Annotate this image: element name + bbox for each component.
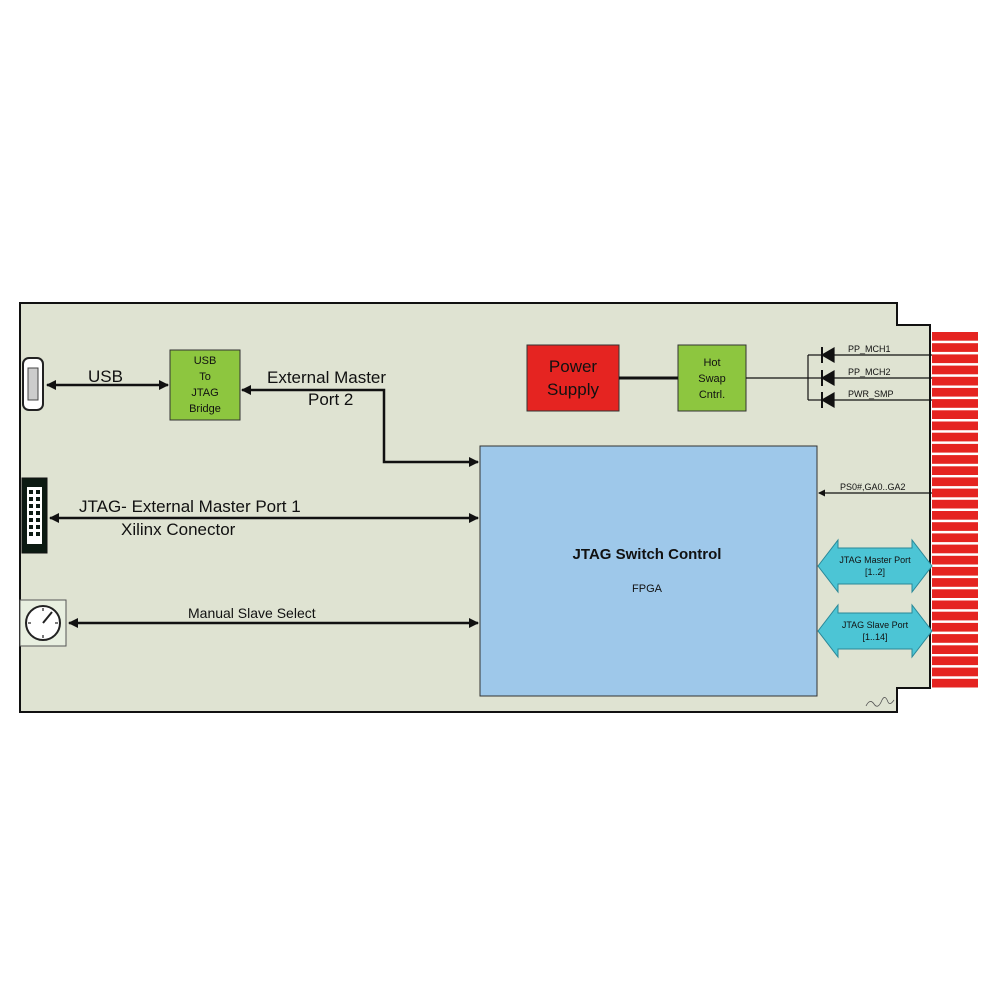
ps0-label: PS0#,GA0..GA2 bbox=[840, 482, 906, 492]
pp-mch1-label: PP_MCH1 bbox=[848, 344, 891, 354]
jtag-master-port-label-1: JTAG Master Port bbox=[839, 555, 911, 565]
hot-swap-label-3: Cntrl. bbox=[699, 389, 725, 401]
power-supply-label-1: Power bbox=[549, 357, 598, 376]
jtag-slave-port-arrow bbox=[817, 603, 933, 659]
usb-jtag-bridge-block bbox=[169, 349, 241, 421]
edge-pin bbox=[932, 477, 978, 487]
power-supply-label-2: Supply bbox=[547, 380, 599, 399]
edge-pin bbox=[932, 555, 978, 565]
usb-bridge-label-1: USB bbox=[194, 355, 217, 367]
usb-connector-icon bbox=[22, 357, 44, 411]
edge-pin bbox=[932, 566, 978, 576]
edge-connector bbox=[932, 332, 978, 688]
edge-pin bbox=[932, 667, 978, 677]
ext-master-port2-label-1: External Master bbox=[267, 368, 386, 387]
fpga-label: FPGA bbox=[632, 583, 663, 595]
edge-pin bbox=[932, 578, 978, 587]
xilinx-connector-icon bbox=[21, 477, 48, 554]
ext-master-port2-label-2: Port 2 bbox=[308, 390, 353, 409]
edge-pin bbox=[932, 645, 978, 654]
hot-swap-label-1: Hot bbox=[703, 357, 720, 369]
edge-pin bbox=[932, 678, 978, 688]
edge-pin bbox=[932, 466, 978, 475]
edge-pin bbox=[932, 488, 978, 498]
edge-pin bbox=[932, 499, 978, 509]
edge-pin bbox=[932, 399, 978, 408]
edge-pin bbox=[932, 533, 978, 543]
jtag-slave-port-label-1: JTAG Slave Port bbox=[842, 620, 909, 630]
edge-pin bbox=[932, 376, 978, 386]
jtag-switch-title: JTAG Switch Control bbox=[573, 546, 722, 563]
edge-pin bbox=[932, 622, 978, 632]
edge-pin bbox=[932, 544, 978, 554]
edge-pin bbox=[932, 455, 978, 464]
jtag-master-port-label-2: [1..2] bbox=[865, 567, 885, 577]
ext-master-port2-arrow bbox=[241, 385, 479, 467]
signature-mark bbox=[865, 697, 895, 707]
usb-bridge-label-2: To bbox=[199, 371, 211, 383]
power-diodes bbox=[807, 346, 932, 409]
edge-pin bbox=[932, 432, 978, 442]
pwr-smp-label: PWR_SMP bbox=[848, 389, 894, 399]
pp-mch2-label: PP_MCH2 bbox=[848, 367, 891, 377]
edge-pin bbox=[932, 511, 978, 520]
edge-pin bbox=[932, 634, 978, 643]
edge-pin bbox=[932, 387, 978, 397]
hot-swap-block bbox=[677, 344, 747, 412]
jtag-slave-port-label-2: [1..14] bbox=[862, 632, 887, 642]
edge-pin bbox=[932, 332, 978, 341]
edge-pin bbox=[932, 656, 978, 666]
edge-pin bbox=[932, 354, 978, 364]
jtag-port1-label: JTAG- External Master Port 1 bbox=[79, 497, 301, 516]
fpga-block bbox=[479, 445, 818, 697]
hot-swap-label-2: Swap bbox=[698, 373, 726, 385]
edge-pin bbox=[932, 443, 978, 453]
edge-pin bbox=[932, 611, 978, 621]
usb-label: USB bbox=[88, 367, 123, 386]
usb-bridge-label-4: Bridge bbox=[189, 403, 221, 415]
edge-pin bbox=[932, 522, 978, 531]
edge-pin bbox=[932, 365, 978, 375]
usb-bridge-label-3: JTAG bbox=[191, 387, 218, 399]
edge-pin bbox=[932, 421, 978, 431]
edge-pin bbox=[932, 343, 978, 352]
edge-pin bbox=[932, 410, 978, 419]
rotary-switch-icon bbox=[19, 599, 67, 647]
edge-pin bbox=[932, 600, 978, 610]
power-supply-block bbox=[526, 344, 620, 412]
xilinx-connector-label: Xilinx Conector bbox=[121, 520, 236, 539]
manual-slave-label: Manual Slave Select bbox=[188, 605, 316, 621]
edge-pin bbox=[932, 589, 978, 598]
jtag-master-port-arrow bbox=[817, 538, 933, 594]
